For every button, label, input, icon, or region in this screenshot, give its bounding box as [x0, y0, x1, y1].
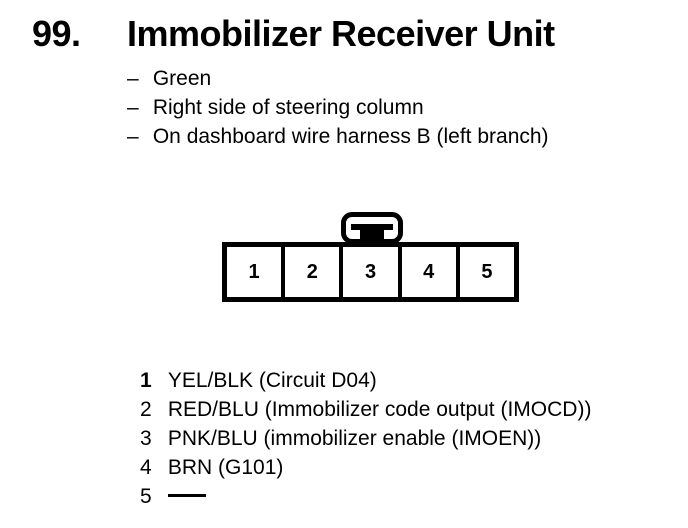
pin-legend-row: 2 RED/BLU (Immobilizer code output (IMOC… — [140, 395, 680, 424]
description-list: – Green – Right side of steering column … — [127, 64, 667, 151]
description-item-label: Green — [152, 67, 212, 90]
page-title: Immobilizer Receiver Unit — [127, 13, 555, 54]
cavity-number: 2 — [306, 261, 318, 283]
description-item: – On dashboard wire harness B (left bran… — [127, 122, 667, 151]
item-number: 99. — [32, 13, 81, 54]
lock-tab-stem — [360, 229, 384, 243]
pin-number: 5 — [140, 485, 152, 508]
lock-tab-crossbar — [351, 224, 393, 230]
cavity-number: 5 — [481, 261, 493, 283]
pin-legend-row: 5 — [140, 482, 680, 511]
connector-lock-tab-icon — [341, 212, 403, 244]
pin-number: 2 — [140, 398, 152, 421]
description-item: – Right side of steering column — [127, 93, 667, 122]
cavity-number: 1 — [248, 261, 260, 283]
description-item-label: Right side of steering column — [152, 96, 424, 119]
page-header: 99. Immobilizer Receiver Unit — [0, 12, 688, 58]
pin-number: 4 — [140, 456, 152, 479]
pin-label: RED/BLU (Immobilizer code output (IMOCD)… — [167, 398, 592, 421]
bullet-dash-icon: – — [127, 125, 139, 148]
pin-legend-row: 3 PNK/BLU (immobilizer enable (IMOEN)) — [140, 424, 680, 453]
pin-label: YEL/BLK (Circuit D04) — [167, 369, 377, 392]
pin-legend-row: 4 BRN (G101) — [140, 453, 680, 482]
pin-label: PNK/BLU (immobilizer enable (IMOEN)) — [167, 427, 542, 450]
connector-cavity: 2 — [285, 247, 344, 297]
pin-legend: 1 YEL/BLK (Circuit D04) 2 RED/BLU (Immob… — [140, 366, 680, 511]
pin-number: 3 — [140, 427, 152, 450]
pin-number: 1 — [140, 369, 152, 392]
pin-unused-dash-icon — [167, 494, 206, 498]
bullet-dash-icon: – — [127, 67, 139, 90]
description-item: – Green — [127, 64, 667, 93]
description-item-label: On dashboard wire harness B (left branch… — [152, 125, 549, 148]
pin-label: BRN (G101) — [167, 456, 284, 479]
cavity-number: 4 — [423, 261, 435, 283]
connector-cavity: 3 — [343, 247, 402, 297]
connector-cavity: 5 — [460, 247, 514, 297]
bullet-dash-icon: – — [127, 96, 139, 119]
connector-diagram: 1 2 3 4 5 — [222, 212, 522, 304]
connector-body: 1 2 3 4 5 — [222, 242, 519, 302]
connector-cavity: 1 — [227, 247, 286, 297]
pin-legend-row: 1 YEL/BLK (Circuit D04) — [140, 366, 680, 395]
cavity-number: 3 — [364, 261, 377, 283]
connector-cavity: 4 — [402, 247, 460, 297]
